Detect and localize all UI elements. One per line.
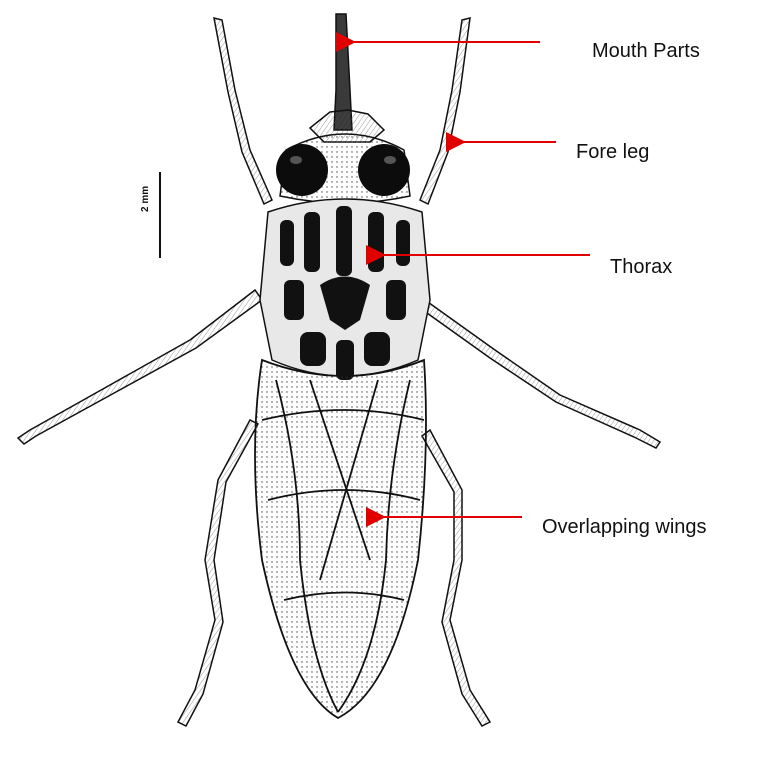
right-fore-leg xyxy=(420,18,470,204)
left-compound-eye xyxy=(276,144,328,196)
scale-bar-label: 2 mm xyxy=(140,186,151,212)
left-hind-leg xyxy=(178,420,258,726)
mouth-parts xyxy=(310,14,384,142)
label-overlapping-wings: Overlapping wings xyxy=(542,516,707,539)
thorax xyxy=(260,199,430,380)
head xyxy=(276,134,410,203)
right-middle-leg xyxy=(420,300,660,448)
left-fore-leg xyxy=(214,18,272,204)
overlapping-wings xyxy=(255,360,426,718)
right-hind-leg xyxy=(422,430,490,726)
right-compound-eye xyxy=(358,144,410,196)
label-thorax: Thorax xyxy=(610,256,672,279)
left-middle-leg xyxy=(18,290,262,444)
label-mouth-parts: Mouth Parts xyxy=(592,40,700,63)
label-fore-leg: Fore leg xyxy=(576,141,649,164)
